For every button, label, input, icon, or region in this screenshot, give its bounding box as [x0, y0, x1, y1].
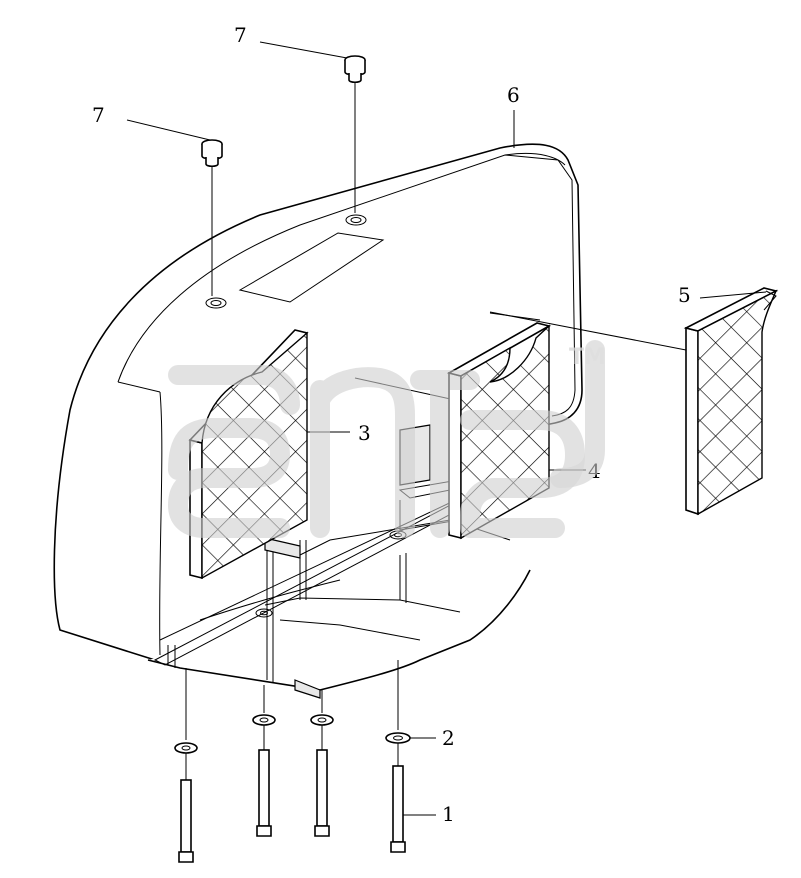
bolt-set-1: [174, 668, 198, 863]
callout-7-right: 7: [234, 23, 247, 47]
callouts: 1 2 3 4 5 6 7 7: [92, 23, 691, 826]
callout-6: 6: [507, 83, 520, 107]
foam-pad-separate: [683, 287, 779, 516]
callout-3: 3: [358, 421, 371, 445]
callout-2: 2: [442, 726, 455, 750]
plug-right: [344, 55, 366, 213]
callout-7-left: 7: [92, 103, 105, 127]
watermark-logo: TM: [168, 340, 606, 538]
callout-1: 1: [442, 802, 455, 826]
plug-left: [201, 139, 223, 296]
bolt-set-3: [310, 690, 334, 837]
bolt-set-4: [385, 660, 411, 853]
trademark-mark: TM: [569, 345, 606, 370]
bolt-set-2: [252, 685, 276, 837]
callout-5: 5: [678, 283, 691, 307]
foam-pad-left: [188, 329, 309, 580]
